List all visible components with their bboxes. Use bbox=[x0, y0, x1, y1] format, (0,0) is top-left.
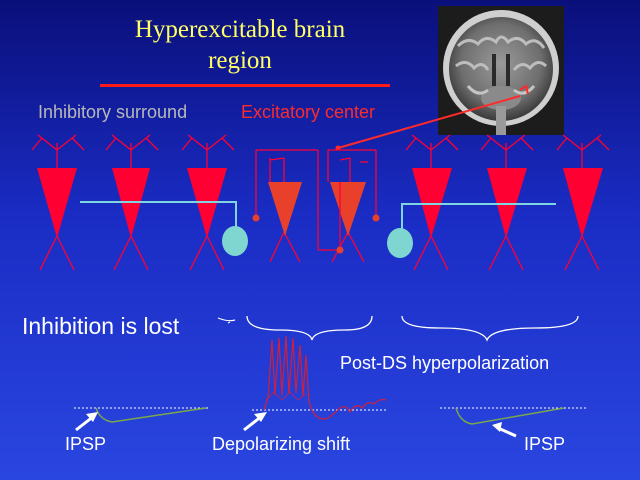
arrow-ipsp-right bbox=[497, 426, 517, 438]
synapse-dot-1 bbox=[252, 214, 260, 222]
ipsp-trace-left bbox=[95, 407, 207, 423]
arrow-head-left bbox=[86, 412, 98, 422]
mri-pointer-line bbox=[337, 95, 521, 149]
excitatory-center-label: Excitatory center bbox=[241, 102, 376, 122]
ipsp-left-label: IPSP bbox=[65, 434, 107, 454]
interneuron-right bbox=[387, 228, 413, 258]
pointer-dot bbox=[335, 145, 341, 151]
inhibition-lost-label: Inhibition is lost bbox=[22, 313, 180, 339]
lost-marker bbox=[227, 321, 231, 324]
brace-left bbox=[217, 317, 236, 322]
depolarizing-shift-label: Depolarizing shift bbox=[212, 434, 351, 454]
brace-center bbox=[246, 315, 373, 341]
synapse-dot-3 bbox=[336, 246, 344, 254]
pyramidal-neuron-5 bbox=[480, 134, 534, 271]
inhibitory-axon-right bbox=[401, 203, 556, 230]
inhibitory-axon-left bbox=[80, 201, 237, 228]
center-neuron-2 bbox=[327, 149, 377, 263]
title-line-1: Hyperexcitable brain bbox=[134, 16, 346, 43]
inhibitory-surround-label: Inhibitory surround bbox=[38, 102, 188, 122]
slide-title: Hyperexcitable brain region bbox=[0, 14, 480, 76]
ipsp-right-label: IPSP bbox=[524, 434, 566, 454]
pyramidal-neuron-6 bbox=[556, 134, 610, 271]
synapse-dot-2 bbox=[372, 214, 380, 222]
title-underline bbox=[100, 84, 390, 87]
center-neuron-1 bbox=[255, 149, 340, 263]
interneuron-left bbox=[222, 226, 248, 256]
depolarizing-shift-trace bbox=[263, 335, 387, 420]
arrow-head-right bbox=[492, 422, 502, 432]
pyramidal-neuron-4 bbox=[405, 134, 459, 271]
depolarizing-shift-fill bbox=[265, 391, 307, 401]
arrow-head-ds bbox=[254, 412, 267, 422]
post-ds-label: Post-DS hyperpolarization bbox=[340, 353, 550, 373]
brace-right bbox=[401, 315, 579, 342]
title-line-2: region bbox=[208, 47, 272, 74]
pyramidal-neuron-1 bbox=[31, 134, 85, 271]
ipsp-trace-right bbox=[455, 407, 565, 425]
